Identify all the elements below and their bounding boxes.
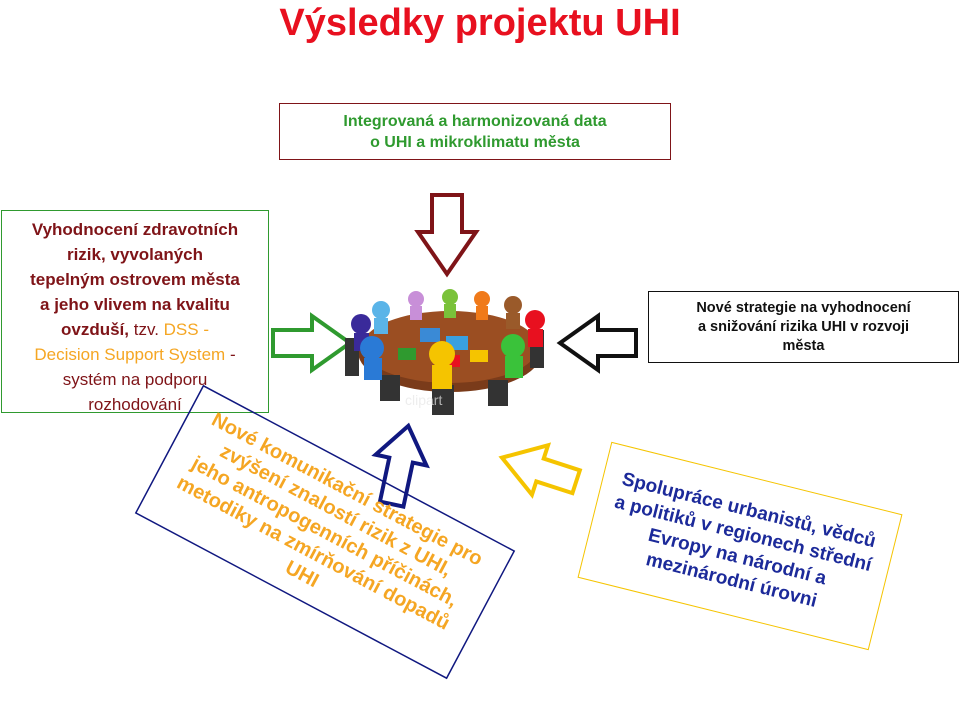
top-box-line: o UHI a mikroklimatu města xyxy=(370,133,580,151)
left-box-line: Decision Support System - xyxy=(2,342,268,367)
left-box-line: Vyhodnocení zdravotních xyxy=(31,220,239,239)
svg-text:clipart: clipart xyxy=(405,392,442,408)
arrow-up-icon xyxy=(371,422,430,509)
right-box-line: města xyxy=(782,337,825,354)
top-result-box: Integrovaná a harmonizovaná data o UHI a… xyxy=(279,103,671,160)
left-box-fragment: ovzduší, xyxy=(61,320,130,339)
team-meeting-illustration: clipart xyxy=(345,289,545,415)
left-box-fragment: tzv. xyxy=(129,320,164,339)
arrow-left-icon xyxy=(556,312,638,374)
left-box-line: a jeho vlivem na kvalitu xyxy=(40,295,230,314)
left-box-line: systém na podporu xyxy=(62,370,208,389)
diagram-graphics: clipart xyxy=(134,193,638,680)
bottom-left-box-border xyxy=(134,384,516,680)
arrow-up-left-icon xyxy=(498,442,583,499)
left-box-line: rozhodování xyxy=(88,395,182,414)
left-box-line: ovzduší, tzv. DSS - xyxy=(2,317,268,342)
left-result-box: Vyhodnocení zdravotních rizik, vyvolanýc… xyxy=(1,210,269,414)
page-title: Výsledky projektu UHI xyxy=(279,2,681,44)
right-box-line: a snižování rizika UHI v rozvoji xyxy=(697,318,910,335)
left-box-fragment: DSS - xyxy=(163,320,209,339)
right-box-line: Nové strategie na vyhodnocení xyxy=(696,299,911,316)
left-box-line: rizik, vyvolaných xyxy=(66,245,204,264)
right-result-box: Nové strategie na vyhodnocení a snižován… xyxy=(648,291,959,363)
top-box-line: Integrovaná a harmonizovaná data xyxy=(343,112,607,130)
arrow-right-icon xyxy=(271,312,354,374)
left-box-fragment: - xyxy=(225,345,236,364)
left-box-line: tepelným ostrovem města xyxy=(30,270,240,289)
arrow-down-icon xyxy=(414,193,480,278)
left-box-fragment: Decision Support System xyxy=(34,345,226,364)
